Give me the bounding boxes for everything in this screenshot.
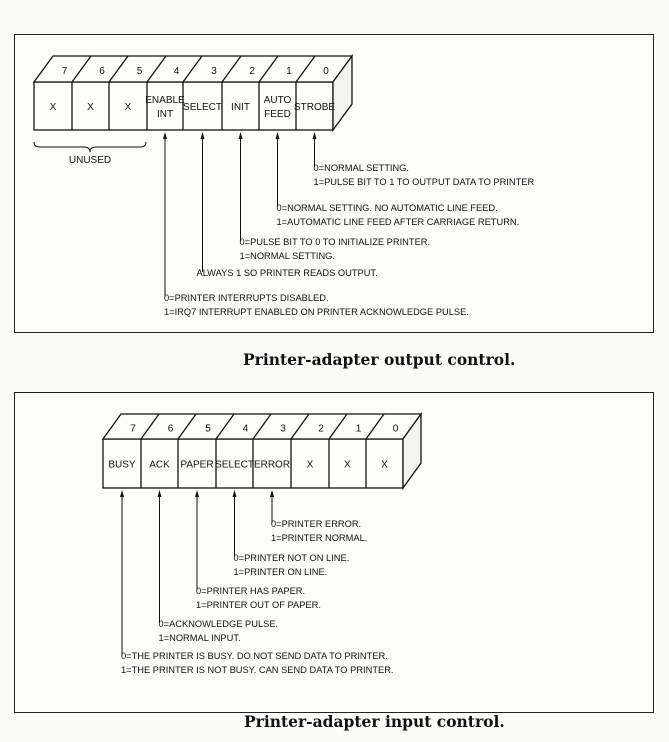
bit-description: 0=NORMAL SETTING. bbox=[314, 163, 409, 173]
cell-divider bbox=[215, 413, 235, 440]
cell-divider bbox=[295, 55, 316, 83]
arrowhead-icon bbox=[232, 490, 237, 497]
cell-divider bbox=[71, 55, 92, 83]
arrowhead-icon bbox=[163, 132, 167, 139]
bit-label: X bbox=[381, 460, 388, 471]
arrowhead-icon bbox=[120, 490, 124, 497]
bit-description: 1=IRQ7 INTERRUPT ENABLED ON PRINTER ACKN… bbox=[164, 307, 469, 317]
bit-description: 1=NORMAL INPUT. bbox=[159, 633, 241, 643]
cell-divider bbox=[290, 413, 310, 440]
bit-label: SELECT bbox=[215, 460, 254, 471]
bit-description: 0=ACKNOWLEDGE PULSE. bbox=[159, 619, 279, 629]
bit-number: 2 bbox=[318, 424, 324, 435]
bit-label: AUTO bbox=[264, 95, 292, 106]
arrowhead-icon bbox=[238, 132, 243, 139]
bit-number: 6 bbox=[99, 66, 105, 77]
bit-label: X bbox=[50, 102, 57, 113]
bit-number: 4 bbox=[243, 424, 249, 435]
bit-label: PAPER bbox=[180, 460, 213, 471]
arrowhead-icon bbox=[200, 132, 205, 139]
cell-divider bbox=[182, 55, 203, 83]
arrowhead-icon bbox=[195, 490, 199, 497]
register-side-face bbox=[402, 411, 422, 491]
bit-number: 1 bbox=[286, 66, 292, 77]
bit-label: BUSY bbox=[108, 460, 136, 471]
bit-label: X bbox=[307, 460, 314, 471]
bit-description: 1=PRINTER OUT OF PAPER. bbox=[196, 600, 321, 610]
bit-number: 3 bbox=[280, 424, 286, 435]
bit-label: X bbox=[87, 102, 94, 113]
bit-description: 0=PRINTER NOT ON LINE. bbox=[234, 553, 350, 563]
cell-divider bbox=[140, 413, 160, 440]
bit-description: 1=PRINTER NORMAL. bbox=[271, 533, 367, 543]
bit-label: INT bbox=[157, 109, 173, 120]
cell-divider bbox=[221, 55, 242, 83]
bit-number: 0 bbox=[393, 424, 399, 435]
bit-label: INIT bbox=[231, 102, 250, 113]
arrowhead-icon bbox=[270, 490, 274, 497]
unused-label: UNUSED bbox=[69, 155, 111, 166]
bit-number: 7 bbox=[130, 424, 136, 435]
bit-description: 0=NORMAL SETTING. NO AUTOMATIC LINE FEED… bbox=[277, 203, 498, 213]
bit-description: 1=AUTOMATIC LINE FEED AFTER CARRIAGE RET… bbox=[277, 217, 520, 227]
output-control-caption: Printer-adapter output control. bbox=[243, 350, 516, 369]
bit-description: 0=THE PRINTER IS BUSY. DO NOT SEND DATA … bbox=[121, 651, 388, 661]
cell-divider bbox=[252, 413, 272, 440]
bit-number: 3 bbox=[211, 66, 217, 77]
arrowhead-icon bbox=[312, 132, 317, 139]
arrowhead-icon bbox=[275, 132, 280, 139]
bit-label: STROBE bbox=[294, 102, 335, 113]
cell-divider bbox=[365, 413, 385, 440]
input-control-caption: Printer-adapter input control. bbox=[244, 712, 505, 731]
bit-description: 0=PRINTER HAS PAPER. bbox=[196, 586, 305, 596]
bit-description: 1=THE PRINTER IS NOT BUSY. CAN SEND DATA… bbox=[121, 665, 394, 675]
bit-label: ENABLE bbox=[145, 95, 185, 106]
bit-number: 5 bbox=[137, 66, 143, 77]
bit-label: X bbox=[344, 460, 351, 471]
cell-divider bbox=[146, 55, 167, 83]
bit-number: 1 bbox=[356, 424, 362, 435]
bit-description: ALWAYS 1 SO PRINTER READS OUTPUT. bbox=[197, 268, 378, 278]
bit-label: X bbox=[125, 102, 132, 113]
cell-divider bbox=[177, 413, 197, 440]
bit-label: ERROR bbox=[254, 460, 290, 471]
bit-label: ACK bbox=[149, 460, 170, 471]
bit-description: 0=PULSE BIT TO 0 TO INITIALIZE PRINTER. bbox=[240, 237, 431, 247]
cell-divider bbox=[328, 413, 348, 440]
bit-number: 5 bbox=[205, 424, 211, 435]
arrowhead-icon bbox=[157, 490, 162, 497]
bit-number: 6 bbox=[168, 424, 174, 435]
bit-number: 7 bbox=[62, 66, 68, 77]
bit-label: SELECT bbox=[183, 102, 222, 113]
bit-description: 0=PRINTER ERROR. bbox=[271, 519, 361, 529]
bit-description: 1=PULSE BIT TO 1 TO OUTPUT DATA TO PRINT… bbox=[314, 177, 535, 187]
register-side-face bbox=[332, 54, 353, 132]
bit-number: 0 bbox=[323, 66, 329, 77]
unused-brace bbox=[33, 141, 147, 153]
cell-divider bbox=[258, 55, 279, 83]
bit-description: 0=PRINTER INTERRUPTS DISABLED. bbox=[164, 293, 329, 303]
bit-description: 1=NORMAL SETTING. bbox=[240, 251, 335, 261]
cell-divider bbox=[108, 55, 129, 83]
bit-number: 4 bbox=[174, 66, 180, 77]
bit-number: 2 bbox=[249, 66, 255, 77]
bit-description: 1=PRINTER ON LINE. bbox=[234, 567, 328, 577]
bit-label: FEED bbox=[264, 109, 291, 120]
